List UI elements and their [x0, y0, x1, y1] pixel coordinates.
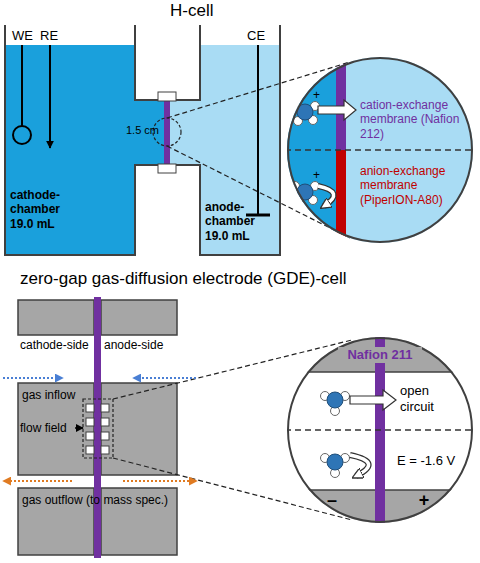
transport-arrow: [318, 100, 356, 120]
pointer-arrow: [75, 427, 83, 429]
art-rect: [285, 335, 476, 527]
part-label: flow field: [20, 421, 67, 435]
flow-channel: [86, 446, 94, 454]
side-label: anode-side: [104, 338, 163, 352]
electrode-label: RE: [40, 28, 58, 44]
node-text: +: [413, 490, 435, 512]
rejection-arrow: [318, 186, 334, 206]
circle-outline: [288, 338, 472, 522]
membrane: [94, 297, 101, 558]
node-text: cathode-chamber: [10, 188, 72, 217]
electrode-label: WE: [12, 28, 33, 44]
chamber-region: anode-chamber19.0 mL: [205, 200, 275, 250]
flow-channel: [86, 432, 94, 440]
h-cell-drawing: [5, 25, 350, 255]
rejection-arrow: [350, 455, 369, 476]
art-rect: [101, 300, 177, 335]
node-text: 19.0 mL: [10, 217, 72, 231]
reference-electrode: [49, 45, 51, 148]
flow-channel: [86, 418, 94, 426]
catholyte: [5, 45, 135, 255]
inflow-arrow: [3, 377, 62, 379]
working-electrode: [21, 45, 23, 126]
zoom-circle: cation-exchange membrane (Nafion 212) ani…: [287, 57, 473, 243]
inflow-arrow: [134, 377, 196, 379]
flow-channel: [101, 404, 109, 412]
side-label: cathode-side: [20, 338, 89, 352]
flow-channel: [101, 418, 109, 426]
outflow-arrow: [4, 480, 72, 482]
node-text: anode-chamber: [205, 200, 267, 229]
cell-wall: [5, 25, 280, 255]
art-rect: [18, 300, 94, 335]
electrode-label: CE: [247, 28, 265, 44]
section-title: H-cell: [170, 1, 213, 21]
section-title: zero-gap gas-diffusion electrode (GDE)-c…: [20, 269, 347, 289]
counter-electrode: [257, 45, 259, 215]
art-line: [285, 429, 476, 431]
circle-outline: [287, 337, 473, 523]
circle-outline: [287, 57, 473, 243]
zoom-marker: [83, 399, 113, 458]
node-text: anion-exchange membrane (PiperION-A80): [360, 164, 460, 207]
node-text: cation-exchange membrane (Nafion 212): [360, 98, 460, 141]
transport-arrow: [350, 390, 396, 410]
membrane: [164, 100, 170, 165]
outflow-arrow: [123, 480, 196, 482]
circle-outline: [288, 58, 472, 242]
part-label: gas outflow (to mass spec.): [22, 493, 168, 507]
art-use: [321, 392, 350, 416]
node-text: Nafion 211: [338, 347, 422, 363]
membrane-zoom: [285, 55, 476, 245]
membrane-zoom: [285, 335, 476, 527]
charge-sign: +: [313, 88, 320, 102]
node-text: 19.0 mL: [205, 229, 267, 243]
part-label: gas inflow: [22, 388, 75, 402]
rejection-arrow: [350, 455, 369, 476]
clamp: [158, 164, 176, 173]
membrane: [375, 335, 385, 527]
art-use: [321, 454, 350, 478]
rejection-arrow: [318, 186, 334, 206]
art-line: [285, 149, 476, 151]
clamp: [158, 92, 176, 101]
anolyte: [200, 45, 280, 255]
node-text: –: [321, 490, 343, 512]
flow-channel: [86, 404, 94, 412]
chamber-region: cathode-chamber19.0 mL: [10, 188, 82, 250]
zoom-circle: Nafion 211 open circuit E = -1.6 V – +: [287, 337, 473, 523]
dimension-label: 1.5 cm: [126, 124, 159, 137]
charge-sign: +: [313, 168, 320, 182]
node-text: open circuit: [400, 383, 462, 414]
flow-channel: [101, 432, 109, 440]
flow-channel: [101, 446, 109, 454]
node-text: E = -1.6 V: [397, 453, 467, 469]
working-electrode: [13, 126, 31, 144]
